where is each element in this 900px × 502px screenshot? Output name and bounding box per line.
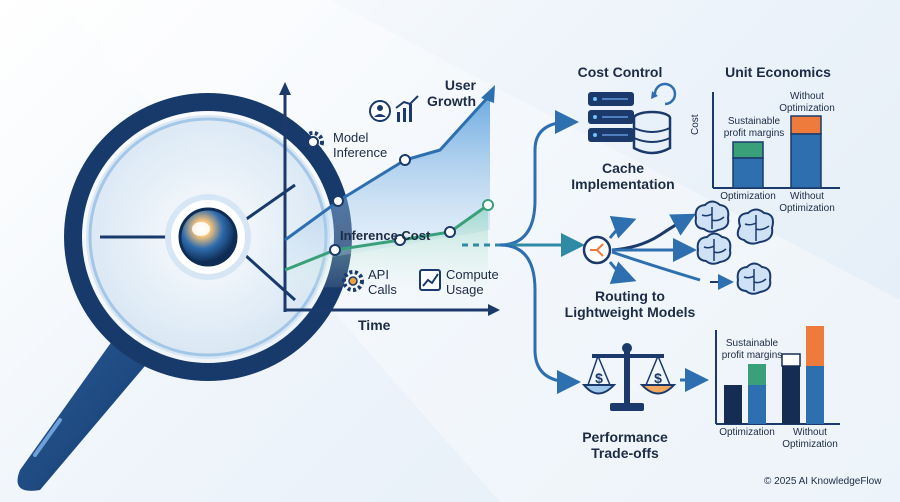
brain-icon	[736, 208, 774, 245]
brain-icon	[696, 232, 732, 265]
ue-cat-without: Without Optimization	[779, 191, 835, 214]
balance-scale-icon: $ $	[581, 343, 709, 411]
magnifier-handle	[17, 330, 150, 491]
bar-without-cost	[790, 133, 822, 189]
cost-control-title: Cost Control	[577, 64, 663, 80]
growth-point	[332, 195, 344, 207]
bar	[748, 364, 766, 385]
ue-sustainable-label: Sustainable profit margins	[723, 116, 785, 139]
model-inference-label: Model Inference	[333, 130, 388, 160]
unit-economics-title: Unit Economics	[725, 64, 831, 80]
pm-cat-optimization: Optimization	[719, 427, 775, 438]
growth-point	[399, 154, 411, 166]
growth-chart	[279, 82, 500, 316]
user-growth-label: User Growth	[427, 77, 476, 110]
brain-icon	[736, 262, 772, 295]
api-gear-icon	[342, 270, 364, 292]
cost-point	[444, 226, 456, 238]
bar	[748, 385, 766, 424]
refresh-icon	[653, 82, 677, 106]
bar-optimization-margin	[732, 141, 764, 159]
compute-usage-icon	[419, 269, 441, 291]
user-growth-icon	[369, 95, 419, 122]
time-axis-label: Time	[358, 317, 391, 333]
bar	[724, 385, 742, 424]
bar	[806, 326, 824, 366]
copyright-text: © 2025 AI KnowledgeFlow	[764, 476, 882, 487]
cache-implementation-label: Cache Implementation	[571, 160, 675, 193]
svg-text:$: $	[595, 370, 603, 386]
cost-point	[394, 234, 406, 246]
flow-connectors	[462, 110, 585, 394]
unit-economics-chart	[712, 92, 840, 189]
server-database-icon	[588, 82, 677, 155]
tradeoffs-label: Performance Trade-offs	[582, 429, 668, 462]
routing-label: Routing to Lightweight Models	[564, 288, 696, 321]
gear-icon	[302, 131, 324, 153]
pm-sustainable-label: Sustainable profit margins	[721, 338, 783, 361]
bar	[781, 353, 801, 367]
compute-usage-label: Compute Usage	[446, 267, 499, 297]
pm-cat-without: Without Optimization	[782, 427, 838, 450]
inference-cost-label: Inference Cost	[340, 228, 431, 243]
ue-cat-optimization: Optimization	[720, 191, 776, 202]
bar-without-overrun	[790, 115, 822, 135]
routing-icon	[582, 213, 734, 290]
user-growth-area	[285, 95, 490, 265]
magnifying-glass-icon	[17, 93, 352, 491]
bar	[782, 366, 800, 424]
ue-cost-axis-label: Cost	[690, 114, 701, 135]
without-optimization-top-label: Without Optimization	[779, 91, 835, 114]
bar-optimization-cost	[732, 157, 764, 189]
profit-margin-chart	[715, 326, 840, 425]
cost-point	[482, 199, 494, 211]
api-calls-label: API Calls	[368, 267, 397, 297]
bar	[806, 366, 824, 424]
cost-point	[329, 244, 341, 256]
svg-text:$: $	[654, 370, 662, 386]
brain-icon	[694, 200, 730, 233]
